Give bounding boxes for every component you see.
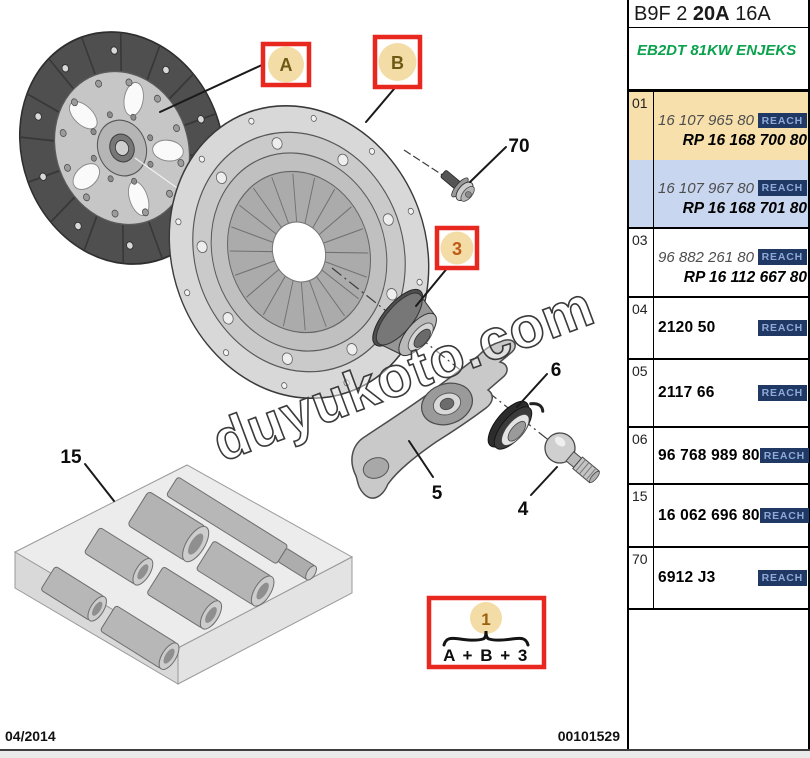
assembly-axis-line xyxy=(331,267,557,447)
footer-date: 04/2014 xyxy=(5,728,56,744)
part-number: 16 062 696 80 xyxy=(658,506,760,524)
clutch-exploded-view: duyukoto.com 70 15 5 6 4 A B 3 1 xyxy=(13,31,603,685)
code-prefix: B9F 2 xyxy=(634,3,688,25)
pivot-collar-part-6 xyxy=(487,400,545,450)
clutch-fork-part-5 xyxy=(351,339,516,499)
table-row-05: 05 2117 66 REACH xyxy=(629,360,808,428)
part-number: 6912 J3 xyxy=(658,569,716,586)
callout-3-number: 3 xyxy=(452,239,462,259)
over-brace-icon xyxy=(442,630,530,647)
ref-number: 04 xyxy=(629,298,654,358)
table-row-15: 15 16 062 696 80 REACH xyxy=(629,485,810,548)
table-row-04: 04 2120 50 REACH xyxy=(629,298,808,360)
rp-part-number: RP 16 168 701 80 xyxy=(682,199,807,217)
callout-b-letter: B xyxy=(391,53,404,73)
bottom-scroll-strip xyxy=(0,751,810,758)
reach-button[interactable]: REACH xyxy=(757,180,807,196)
ref-number: 06 xyxy=(629,428,654,483)
reach-button[interactable]: REACH xyxy=(759,507,810,524)
part-number: 16 107 967 80 xyxy=(658,179,754,197)
ref-number: 05 xyxy=(629,360,654,426)
part-number: 16 107 965 80 xyxy=(658,112,754,129)
rp-part-number: RP 16 112 667 80 xyxy=(683,268,807,286)
part-label-15: 15 xyxy=(60,447,82,468)
reach-button[interactable]: REACH xyxy=(757,249,807,265)
catalog-code-header: B9F 2 20A 16A xyxy=(629,0,808,28)
callout-b: B xyxy=(372,34,423,90)
code-suffix: 16A xyxy=(735,3,771,25)
pin-tray-part-15 xyxy=(13,464,354,685)
table-row-03: 03 96 882 261 80 REACH RP 16 112 667 80 xyxy=(629,229,808,298)
kit-formula: A + B + 3 xyxy=(443,646,529,665)
dowel-pins xyxy=(41,477,318,670)
part-number: 2120 50 xyxy=(658,319,716,336)
release-bearing-part-3 xyxy=(372,288,437,357)
reach-button[interactable]: REACH xyxy=(759,447,810,464)
ref-number: 15 xyxy=(629,485,654,546)
bolt-part-70 xyxy=(440,170,475,202)
callout-a-letter: A xyxy=(280,55,293,75)
table-row-70: 70 6912 J3 REACH xyxy=(629,548,808,610)
callout-a: A xyxy=(260,41,312,88)
part-label-5: 5 xyxy=(432,483,443,504)
part-label-4: 4 xyxy=(518,499,529,520)
table-row-01b: 16 107 967 80 REACH RP 16 168 701 80 xyxy=(629,160,808,229)
engine-variant-note: EB2DT 81KW ENJEKS xyxy=(629,28,808,92)
parts-table-panel: B9F 2 20A 16A EB2DT 81KW ENJEKS 01 16 10… xyxy=(627,0,810,750)
clutch-diagram-panel: duyukoto.com 70 15 5 6 4 A B 3 1 xyxy=(13,31,604,685)
ball-stud-part-4 xyxy=(544,432,600,484)
rp-part-number: RP 16 168 700 80 xyxy=(682,132,807,149)
table-row-01a: 01 16 107 965 80 REACH RP 16 168 700 80 xyxy=(629,92,808,160)
pressure-plate-part-b xyxy=(168,104,430,400)
part-number: 96 768 989 80 xyxy=(658,446,760,464)
leader-lines xyxy=(84,63,558,502)
ref-number: 01 xyxy=(629,92,654,160)
part-number: 2117 66 xyxy=(658,384,715,401)
clutch-disc-part-a xyxy=(18,31,226,265)
part-number: 96 882 261 80 xyxy=(658,248,754,266)
part-label-70: 70 xyxy=(508,136,529,157)
part-label-6: 6 xyxy=(551,360,562,381)
reach-button[interactable]: REACH xyxy=(757,385,807,401)
callout-kit-combo: 1 A + B + 3 xyxy=(426,595,547,670)
reach-button[interactable]: REACH xyxy=(757,570,807,586)
reach-button[interactable]: REACH xyxy=(757,112,807,129)
ref-number: 03 xyxy=(629,229,654,296)
callout-1-number: 1 xyxy=(481,610,490,629)
ref-number: 70 xyxy=(629,548,654,608)
table-row-06: 06 96 768 989 80 REACH xyxy=(629,428,810,485)
reach-button[interactable]: REACH xyxy=(757,320,807,336)
footer-doc-number: 00101529 xyxy=(557,728,620,744)
ref-number xyxy=(629,160,654,227)
footer-divider xyxy=(0,749,810,751)
callout-3: 3 xyxy=(434,225,480,271)
code-section: 20A xyxy=(692,3,730,25)
